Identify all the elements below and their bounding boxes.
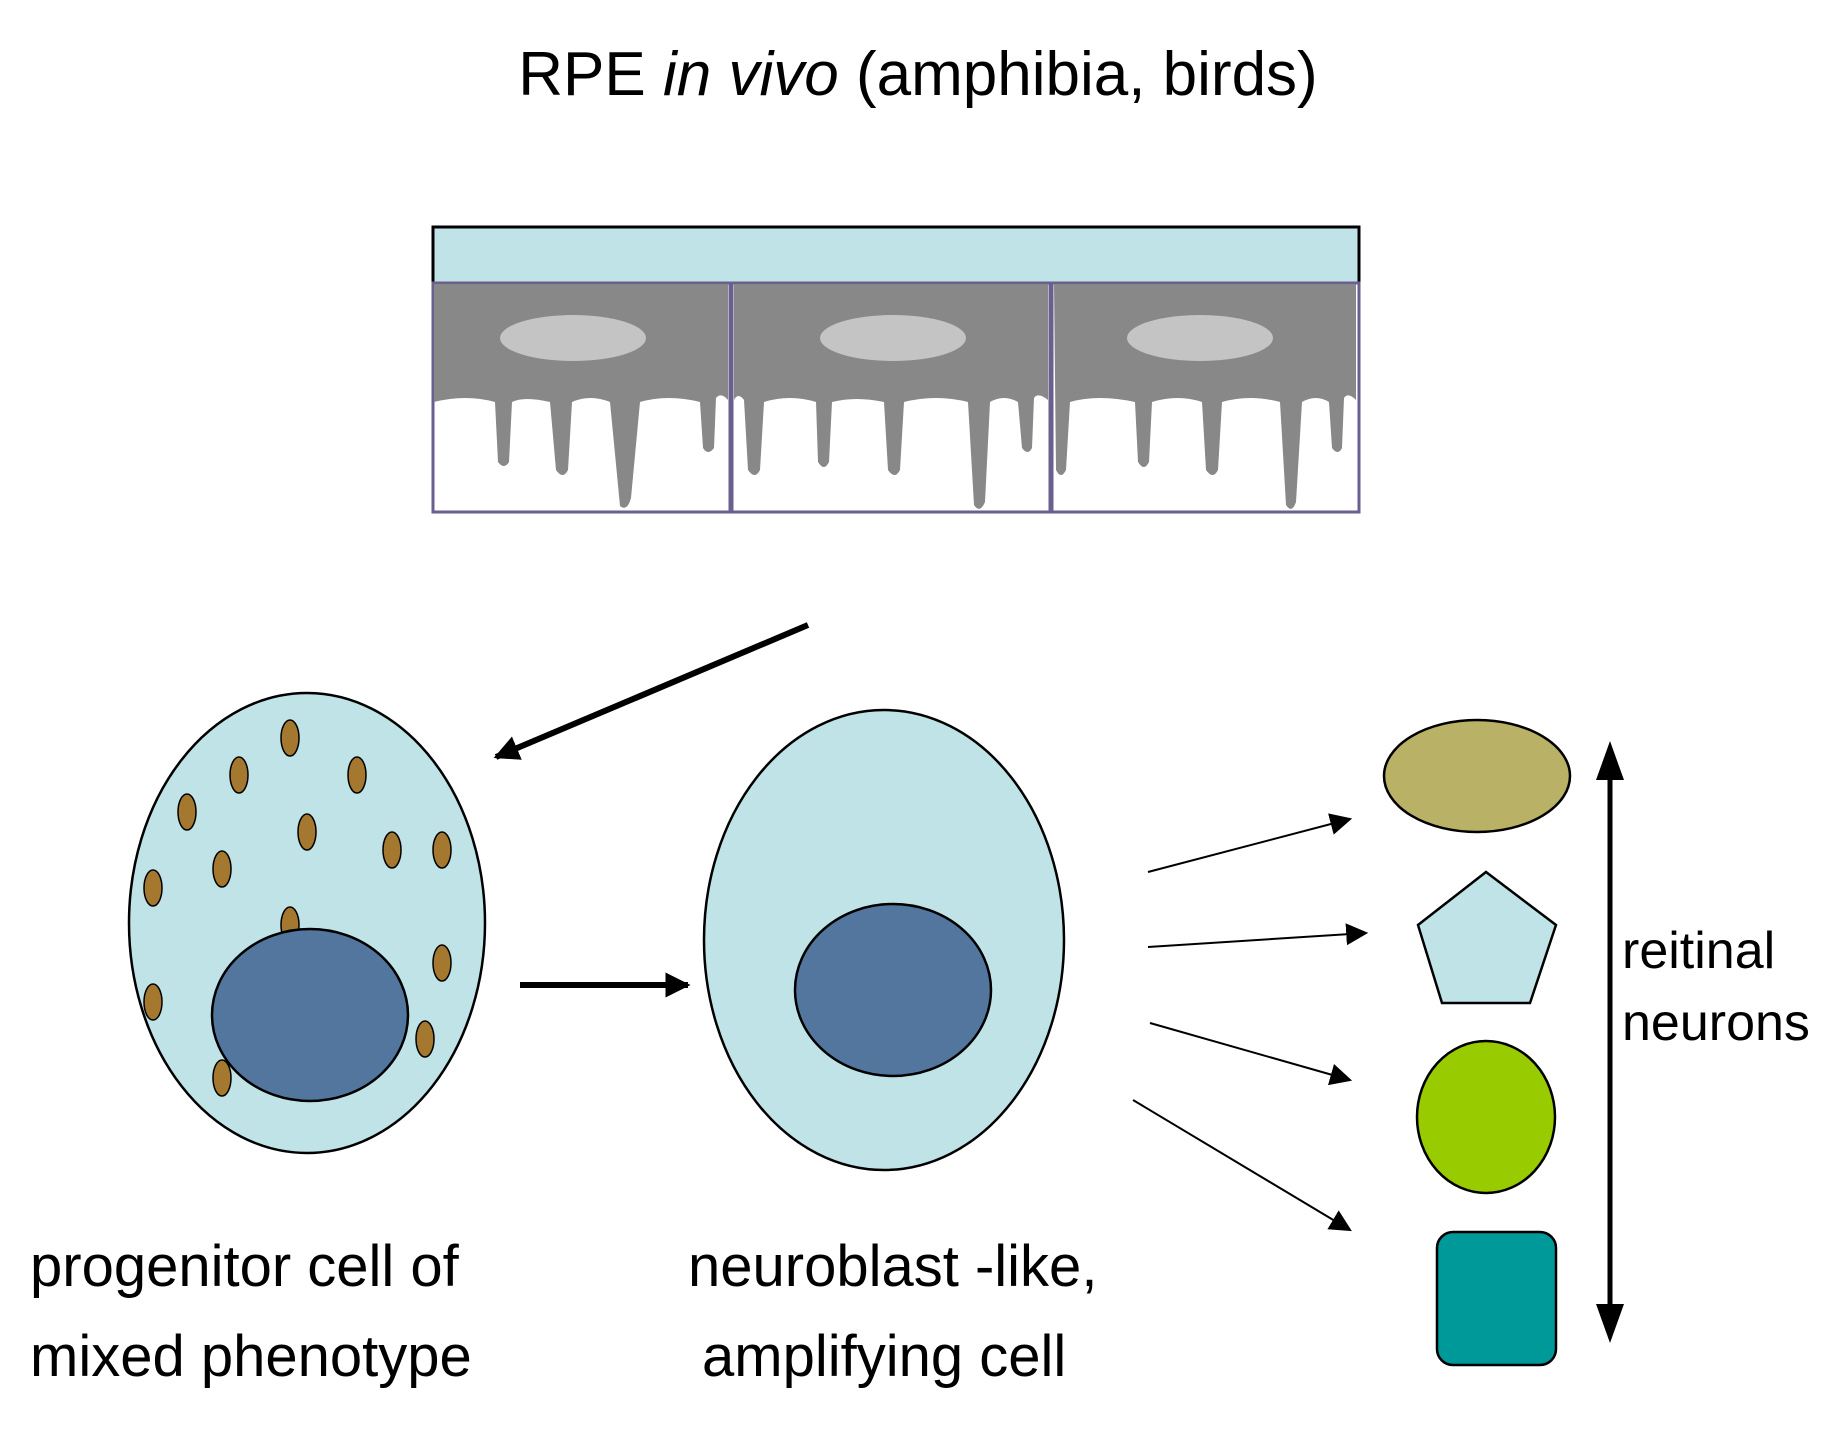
progenitor-caption-line-1: progenitor cell of [30, 1234, 459, 1299]
rpe-epithelium [431, 225, 1361, 514]
pigment-granule [415, 1020, 435, 1058]
title-suffix: (amphibia, birds) [838, 40, 1318, 109]
arrow-to-neuron-4 [1132, 1099, 1352, 1232]
rpe-cell-3-nucleus [1127, 315, 1273, 361]
rpe-cell-2 [734, 284, 1048, 509]
progenitor-cell [127, 691, 487, 1155]
pigment-granule [297, 813, 317, 851]
progenitor-caption: progenitor cell of mixed phenotype [30, 1222, 472, 1402]
retinal-neurons-caption-line-2: neurons [1622, 994, 1810, 1052]
pigment-granule [212, 850, 232, 888]
retinal-neurons [1382, 718, 1572, 1367]
differentiation-arrows [1132, 813, 1369, 1232]
neuroblast-caption-line-1: neuroblast -like, [688, 1234, 1098, 1299]
neuroblast-caption: neuroblast -like, amplifying cell [688, 1222, 1097, 1402]
arrow-to-neuron-2 [1147, 923, 1369, 948]
pigment-granule [382, 831, 402, 869]
neuroblast-nucleus [793, 902, 993, 1078]
progenitor-nucleus [210, 927, 410, 1103]
pigment-granule [212, 1059, 232, 1097]
diagram-title: RPE in vivo (amphibia, birds) [0, 30, 1836, 120]
title-prefix: RPE [518, 40, 663, 109]
pentagon-icon [1416, 870, 1558, 1005]
pigment-granule [143, 983, 163, 1021]
pigment-granule [229, 756, 249, 794]
pigment-granule [432, 944, 452, 982]
arrowhead-up-icon [1596, 741, 1624, 780]
teal-rounded-square-icon [1435, 1230, 1558, 1367]
rpe-top-layer [431, 225, 1361, 285]
neuron-range-arrow [1596, 741, 1624, 1343]
dedifferentiation-arrow [493, 622, 810, 760]
arrow-to-neuron-3 [1149, 1022, 1353, 1086]
pigment-granule [347, 756, 367, 794]
pigment-granule [280, 719, 300, 757]
rpe-cell-1-nucleus [500, 315, 646, 361]
arrowhead-down-icon [1596, 1304, 1624, 1343]
retinal-neurons-caption: reitinal neurons [1622, 915, 1810, 1059]
pigment-granule [432, 831, 452, 869]
rpe-cell-2-nucleus [820, 315, 966, 361]
neuroblast-caption-line-2: amplifying cell [702, 1324, 1067, 1389]
progenitor-caption-line-2: mixed phenotype [30, 1324, 472, 1389]
title-italic: in vivo [663, 40, 839, 109]
olive-ellipse-icon [1382, 718, 1572, 834]
neuroblast-cell [702, 708, 1066, 1172]
pigment-granule [143, 869, 163, 907]
retinal-neurons-caption-line-1: reitinal [1622, 922, 1776, 980]
arrow-to-neuron-1 [1147, 813, 1353, 873]
green-circle-icon [1415, 1039, 1557, 1195]
pigment-granule [177, 793, 197, 831]
